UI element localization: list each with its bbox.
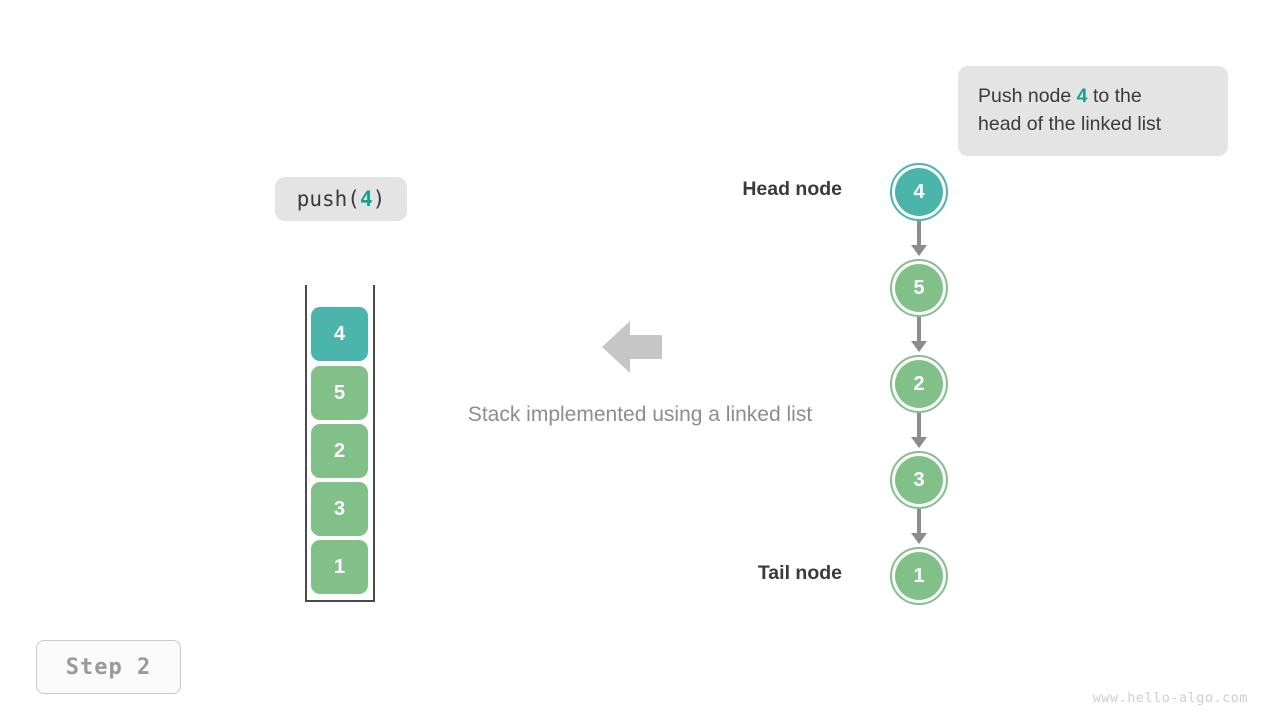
node-value: 5 — [895, 264, 943, 312]
annotation-text-suffix: to the — [1087, 85, 1142, 107]
operation-prefix: push( — [296, 187, 360, 211]
node-value: 4 — [895, 168, 943, 216]
stack-cell: 2 — [311, 424, 368, 478]
linked-list-node: 4 — [890, 163, 948, 221]
operation-callout: push(4) — [275, 177, 407, 221]
node-value: 3 — [895, 456, 943, 504]
stack-cell: 3 — [311, 482, 368, 536]
diagram-caption: Stack implemented using a linked list — [467, 403, 813, 426]
operation-suffix: ) — [372, 187, 386, 211]
linked-list-container: Head node Tail node 4 5 2 3 1 — [742, 155, 990, 625]
stack-cell-value: 1 — [333, 555, 346, 578]
node-link-arrowhead — [911, 341, 927, 352]
stack-cell: 1 — [311, 540, 368, 594]
operation-value: 4 — [359, 187, 373, 211]
node-link-arrowhead — [911, 533, 927, 544]
linked-list-node: 3 — [890, 451, 948, 509]
stack-container: 4 5 2 3 1 — [305, 285, 375, 602]
node-link — [917, 317, 921, 343]
stack-wall-right — [373, 285, 375, 602]
stack-floor — [305, 600, 375, 602]
node-link — [917, 509, 921, 535]
stack-cell-value: 2 — [333, 439, 346, 462]
step-badge: Step 2 — [36, 640, 181, 694]
stack-cell: 4 — [311, 307, 368, 361]
stack-wall-left — [305, 285, 307, 602]
annotation-highlight-value: 4 — [1076, 85, 1088, 107]
node-link — [917, 221, 921, 247]
node-link — [917, 413, 921, 439]
annotation-text-prefix: Push node — [978, 85, 1077, 107]
annotation-callout: Push node 4 to the head of the linked li… — [958, 66, 1228, 156]
node-link-arrowhead — [911, 245, 927, 256]
node-link-arrowhead — [911, 437, 927, 448]
linked-list-node: 5 — [890, 259, 948, 317]
watermark: www.hello-algo.com — [1092, 690, 1248, 706]
node-value: 2 — [895, 360, 943, 408]
node-value: 1 — [895, 552, 943, 600]
stack-cell-value: 4 — [333, 322, 346, 345]
stack-cell: 5 — [311, 366, 368, 420]
annotation-text-line2: head of the linked list — [978, 113, 1162, 135]
tail-node-label: Tail node — [757, 562, 842, 584]
linked-list-node: 1 — [890, 547, 948, 605]
stack-cell-value: 5 — [333, 381, 346, 404]
stack-cell-value: 3 — [333, 497, 346, 520]
arrow-left-icon — [602, 320, 662, 374]
head-node-label: Head node — [742, 178, 842, 200]
linked-list-node: 2 — [890, 355, 948, 413]
